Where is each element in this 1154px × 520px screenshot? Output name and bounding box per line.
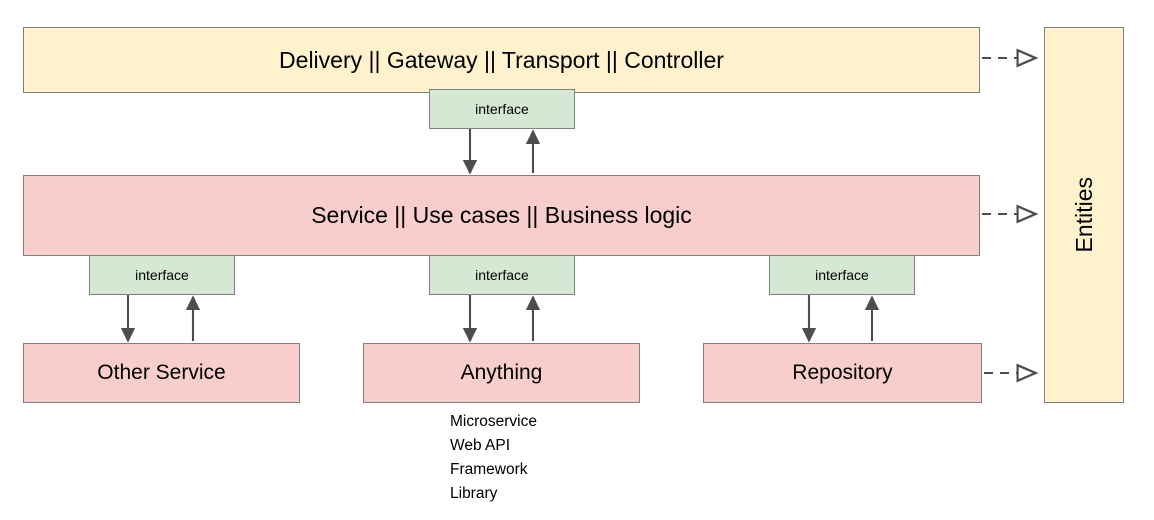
note-item: Web API bbox=[450, 437, 511, 454]
delivery-layer-box[interactable]: Delivery || Gateway || Transport || Cont… bbox=[23, 27, 980, 93]
interface-chip-delivery-service[interactable]: interface bbox=[429, 89, 575, 129]
interface-label: interface bbox=[815, 266, 869, 283]
anything-label: Anything bbox=[460, 360, 543, 384]
repository-box[interactable]: Repository bbox=[703, 343, 982, 403]
other-service-box[interactable]: Other Service bbox=[23, 343, 300, 403]
entities-label: Entities bbox=[1070, 177, 1097, 253]
note-item: Microservice bbox=[450, 413, 537, 430]
service-layer-box[interactable]: Service || Use cases || Business logic bbox=[23, 175, 980, 256]
other-service-label: Other Service bbox=[97, 360, 226, 384]
service-layer-label: Service || Use cases || Business logic bbox=[311, 202, 692, 229]
interface-label: interface bbox=[475, 266, 529, 283]
interface-label: interface bbox=[475, 100, 529, 117]
interface-chip-other-service[interactable]: interface bbox=[89, 255, 235, 295]
delivery-layer-label: Delivery || Gateway || Transport || Cont… bbox=[279, 46, 724, 73]
anything-box[interactable]: Anything bbox=[363, 343, 640, 403]
entities-box[interactable]: Entities bbox=[1044, 27, 1124, 403]
repository-label: Repository bbox=[792, 360, 893, 384]
interface-label: interface bbox=[135, 266, 189, 283]
note-item: Library bbox=[450, 485, 498, 502]
note-item: Framework bbox=[450, 461, 528, 478]
interface-chip-anything[interactable]: interface bbox=[429, 255, 575, 295]
anything-notes-list: Microservice Web API Framework Library bbox=[450, 410, 700, 506]
interface-chip-repository[interactable]: interface bbox=[769, 255, 915, 295]
